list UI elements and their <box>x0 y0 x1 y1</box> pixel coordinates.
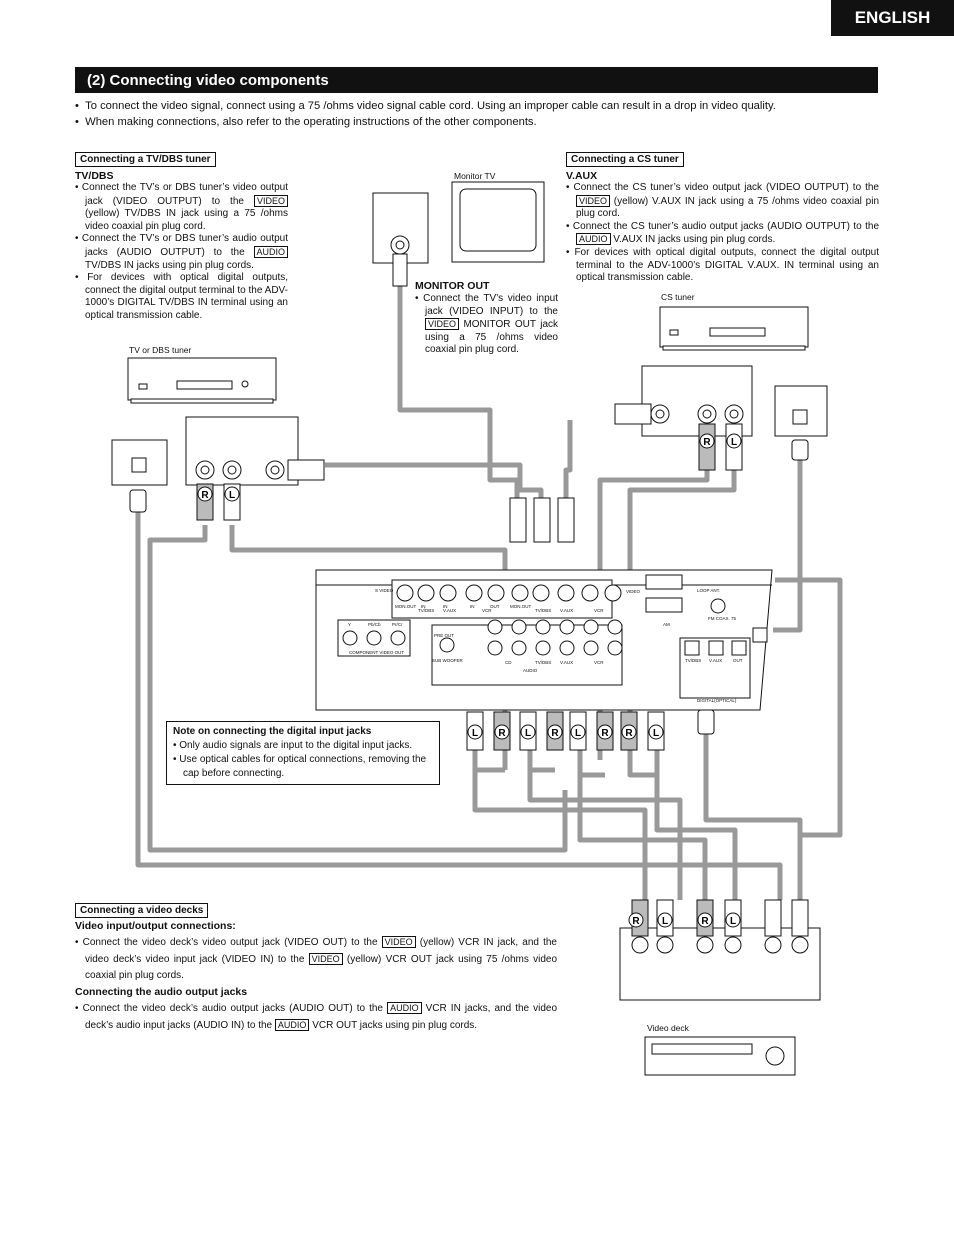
svg-text:Y: Y <box>348 622 351 627</box>
svg-text:VIDEO: VIDEO <box>626 589 641 594</box>
svg-text:L: L <box>653 728 659 739</box>
intro-bullet: • When making connections, also refer to… <box>75 116 537 128</box>
tv-dbs-box-title: Connecting a TV/DBS tuner <box>75 152 216 167</box>
svg-text:V.AUX: V.AUX <box>443 608 456 613</box>
cs-heading: V.AUX <box>566 170 598 182</box>
tv-dbs-device-label: TV or DBS tuner <box>129 345 192 355</box>
note-title: Note on connecting the digital input jac… <box>173 726 372 737</box>
svg-text:R: R <box>632 916 640 927</box>
intro-text-1: To connect the video signal, connect usi… <box>85 100 776 112</box>
video-deck-drawing <box>644 1036 796 1076</box>
svg-text:TV/DBS: TV/DBS <box>685 658 701 663</box>
video-deck-device-label: Video deck <box>647 1023 689 1033</box>
audio-out-instructions: • Connect the video deck’s audio output … <box>75 1002 558 1031</box>
svg-text:IN: IN <box>470 604 475 609</box>
tv-dbs-heading: TV/DBS <box>75 170 114 182</box>
svg-text:MON.OUT: MON.OUT <box>395 604 416 609</box>
intro-text-2: When making connections, also refer to t… <box>85 116 537 128</box>
monitor-out-instructions: • Connect the TV’s video input jack (VID… <box>415 293 559 356</box>
video-tag: VIDEO <box>425 318 460 331</box>
svg-text:R: R <box>701 916 709 927</box>
tv-dbs-tuner-drawing <box>127 357 277 404</box>
rl-labels: R L R L L R L R L R R L R L R L <box>197 433 742 928</box>
svg-text:TV/DBS: TV/DBS <box>535 608 551 613</box>
svg-text:LOOP ANT.: LOOP ANT. <box>697 588 720 593</box>
svg-text:DIGITAL(OPTICAL): DIGITAL(OPTICAL) <box>697 698 737 703</box>
svg-text:AM: AM <box>663 622 670 627</box>
svg-text:VCR: VCR <box>594 660 604 665</box>
svg-text:VCR: VCR <box>482 608 492 613</box>
audio-tag: AUDIO <box>576 233 611 246</box>
svg-text:L: L <box>229 490 235 501</box>
video-deck-box-title: Connecting a video decks <box>75 903 209 918</box>
svg-text:TV/DBS: TV/DBS <box>535 660 551 665</box>
video-tag: VIDEO <box>576 194 611 207</box>
svg-text:MON.OUT: MON.OUT <box>510 604 531 609</box>
svg-text:FM COAX. 75: FM COAX. 75 <box>708 616 737 621</box>
cs-rear-panel <box>614 365 828 471</box>
note-bullet: • Only audio signals are input to the di… <box>173 740 413 751</box>
svg-text:COMPONENT VIDEO OUT: COMPONENT VIDEO OUT <box>349 650 404 655</box>
intro-list: • To connect the video signal, connect u… <box>75 98 885 130</box>
svg-text:V.AUX: V.AUX <box>709 658 722 663</box>
monitor-tv-drawing <box>372 181 545 287</box>
svg-text:R: R <box>201 490 209 501</box>
video-io-heading: Video input/output connections: <box>75 920 236 932</box>
monitor-device-label: Monitor TV <box>454 171 496 181</box>
av-input-plugs <box>509 497 575 543</box>
svg-text:Pr/Cr: Pr/Cr <box>392 622 403 627</box>
svg-text:SUB WOOFER: SUB WOOFER <box>432 658 464 663</box>
video-io-instructions: • Connect the video deck’s video output … <box>75 936 558 981</box>
svg-text:TV/DBS: TV/DBS <box>418 608 434 613</box>
svg-text:S VIDEO: S VIDEO <box>375 588 394 593</box>
cs-device-label: CS tuner <box>661 292 695 302</box>
svg-text:L: L <box>472 728 478 739</box>
monitor-out-heading: MONITOR OUT <box>415 280 490 292</box>
svg-text:CD: CD <box>505 660 512 665</box>
svg-text:L: L <box>731 437 737 448</box>
svg-text:Pb/Cb: Pb/Cb <box>368 622 381 627</box>
svg-text:VCR: VCR <box>594 608 604 613</box>
svg-text:L: L <box>575 728 581 739</box>
video-tag: VIDEO <box>253 194 288 207</box>
audio-out-heading: Connecting the audio output jacks <box>75 986 248 998</box>
video-tag: VIDEO <box>308 952 343 965</box>
receiver-rear-panel <box>315 569 773 711</box>
video-tag: VIDEO <box>381 936 416 948</box>
audio-tag: AUDIO <box>274 1018 310 1031</box>
cs-tuner-drawing <box>659 306 809 351</box>
svg-text:OUT: OUT <box>490 604 500 609</box>
audio-tag: AUDIO <box>253 245 289 258</box>
svg-text:OUT: OUT <box>733 658 743 663</box>
audio-tag: AUDIO <box>387 1002 422 1014</box>
intro-bullet: • To connect the video signal, connect u… <box>75 100 776 112</box>
video-deck-rear-panel <box>619 899 821 1001</box>
tv-dbs-instructions: • Connect the TV’s or DBS tuner’s video … <box>75 182 289 321</box>
cs-box-title: Connecting a CS tuner <box>566 152 684 167</box>
svg-text:R: R <box>551 728 559 739</box>
svg-text:R: R <box>498 728 506 739</box>
note-bullet: • Use optical cables for optical connect… <box>173 754 427 779</box>
svg-text:L: L <box>730 916 736 927</box>
svg-text:R: R <box>601 728 609 739</box>
svg-text:IN: IN <box>421 604 426 609</box>
cs-instructions: • Connect the CS tuner’s video output ja… <box>566 182 880 284</box>
language-tab: ENGLISH <box>831 0 954 36</box>
tv-dbs-rear-panel <box>111 416 325 521</box>
svg-text:IN: IN <box>443 604 448 609</box>
digital-input-note: Note on connecting the digital input jac… <box>166 721 440 785</box>
svg-text:R: R <box>625 728 633 739</box>
svg-text:R: R <box>703 437 711 448</box>
svg-text:L: L <box>662 916 668 927</box>
section-title: (2) Connecting video components <box>75 67 878 93</box>
svg-text:L: L <box>525 728 531 739</box>
svg-text:V.AUX: V.AUX <box>560 660 573 665</box>
svg-text:V.AUX: V.AUX <box>560 608 573 613</box>
svg-text:AUDIO: AUDIO <box>523 668 538 673</box>
receiver-panel-labels: S VIDEO MON.OUT IN IN TV/DBS V.AUX IN OU… <box>348 588 743 703</box>
svg-text:PRE OUT: PRE OUT <box>434 633 454 638</box>
